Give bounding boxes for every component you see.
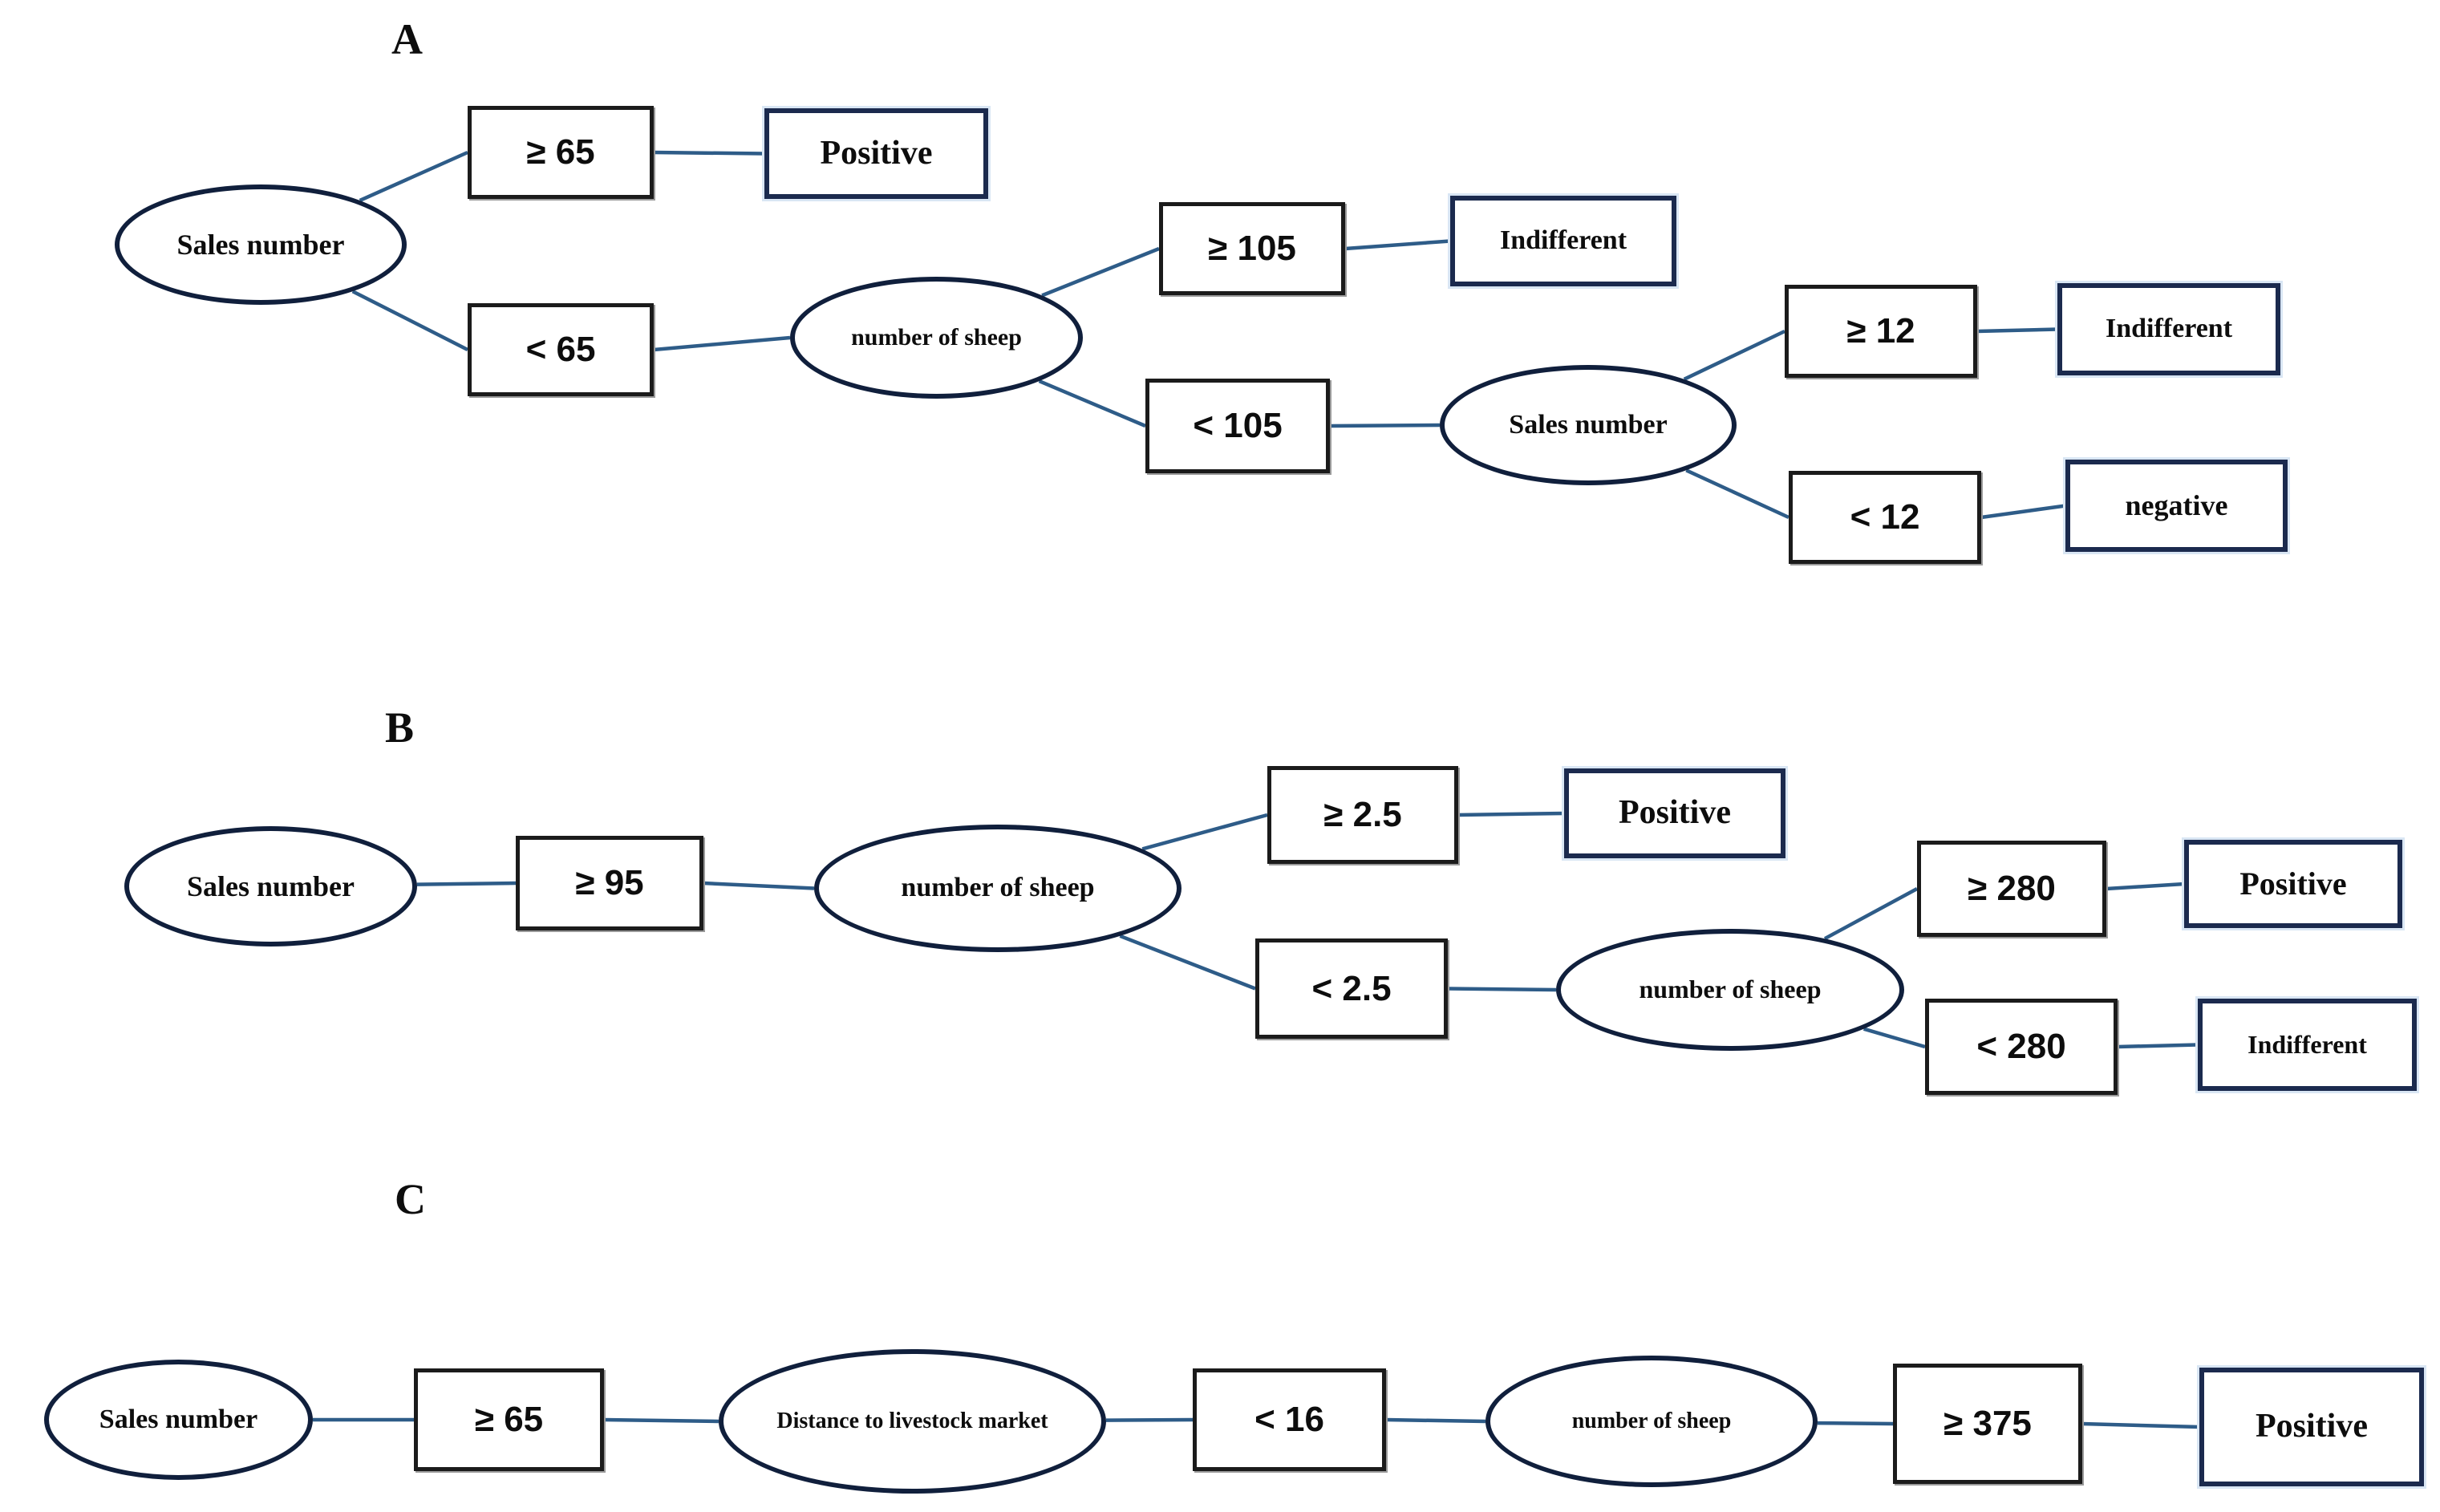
edge-a-c2-a-e2 [653, 335, 791, 352]
edge-a-c5-a-r3 [1976, 327, 2058, 334]
edge-c-e3-c-c3 [1817, 1421, 1894, 1426]
edge-a-e2-a-c4 [1038, 379, 1146, 428]
panel-label-b: B [385, 703, 415, 752]
edge-c-c3-c-r1 [2081, 1421, 2200, 1429]
edge-a-c1-a-r1 [653, 150, 765, 156]
variable-sales-number: Sales number [115, 184, 407, 305]
condition-lt-12: < 12 [1789, 471, 1981, 564]
outcome-positive: Positive [1564, 768, 1785, 858]
outcome-indifferent: Indifferent [1450, 196, 1676, 286]
edge-a-e3-a-c6 [1685, 468, 1789, 520]
edge-a-e2-a-c3 [1041, 246, 1160, 298]
panel-label-a: A [391, 15, 423, 63]
edge-c-e2-c-c2 [1105, 1417, 1194, 1422]
variable-number-of-sheep: number of sheep [1485, 1356, 1818, 1487]
outcome-indifferent: Indifferent [2057, 283, 2280, 375]
outcome-positive: Positive [2199, 1368, 2424, 1486]
condition-lt-65: < 65 [468, 303, 654, 396]
edge-b-c4-b-r2 [2106, 882, 2185, 891]
condition-gte-95: ≥ 95 [516, 836, 703, 930]
condition-lt-105: < 105 [1145, 379, 1330, 473]
outcome-indifferent: Indifferent [2198, 999, 2417, 1091]
edge-b-e3-b-c5 [1862, 1027, 1926, 1049]
edge-a-c3-a-r2 [1344, 239, 1451, 251]
condition-gte-105: ≥ 105 [1159, 202, 1345, 295]
edge-a-e1-a-c1 [359, 150, 468, 202]
outcome-positive: Positive [2184, 840, 2402, 928]
edge-a-e3-a-c5 [1683, 329, 1785, 381]
edge-b-e2-b-c2 [1141, 813, 1268, 851]
condition-gte-65: ≥ 65 [414, 1368, 604, 1471]
panel-label-c: C [395, 1175, 426, 1223]
condition-lt-16: < 16 [1193, 1368, 1386, 1471]
condition-gte-2-5: ≥ 2.5 [1267, 766, 1458, 864]
condition-lt-280: < 280 [1925, 999, 2118, 1095]
variable-sales-number: Sales number [44, 1360, 313, 1480]
outcome-negative: negative [2065, 460, 2288, 552]
variable-sales-number: Sales number [124, 826, 417, 947]
edge-b-c5-b-r3 [2117, 1043, 2199, 1049]
edge-b-c2-b-r1 [1457, 811, 1565, 817]
condition-gte-12: ≥ 12 [1785, 285, 1977, 378]
outcome-positive: Positive [764, 108, 988, 199]
variable-number-of-sheep: number of sheep [790, 277, 1083, 399]
edge-a-e1-a-c2 [351, 290, 469, 352]
condition-lt-2-5: < 2.5 [1255, 938, 1448, 1039]
variable-number-of-sheep: number of sheep [814, 825, 1181, 952]
edge-c-c1-c-e2 [603, 1417, 719, 1424]
edge-a-c4-a-e3 [1329, 423, 1441, 428]
variable-distance-to-livestock-market: Distance to livestock market [719, 1349, 1106, 1494]
variable-number-of-sheep: number of sheep [1556, 929, 1904, 1051]
condition-gte-280: ≥ 280 [1917, 841, 2106, 937]
condition-gte-375: ≥ 375 [1893, 1364, 2082, 1484]
edge-b-e3-b-c4 [1823, 887, 1919, 941]
edge-b-c1-b-e2 [703, 881, 815, 890]
edge-c-c2-c-e3 [1385, 1417, 1486, 1424]
variable-sales-number: Sales number [1440, 365, 1737, 485]
edge-b-c3-b-e3 [1447, 987, 1557, 992]
edge-a-c6-a-r4 [1980, 504, 2066, 520]
edge-b-e2-b-c3 [1119, 934, 1256, 991]
edge-b-e1-b-c1 [416, 881, 517, 886]
condition-gte-65: ≥ 65 [468, 106, 654, 199]
